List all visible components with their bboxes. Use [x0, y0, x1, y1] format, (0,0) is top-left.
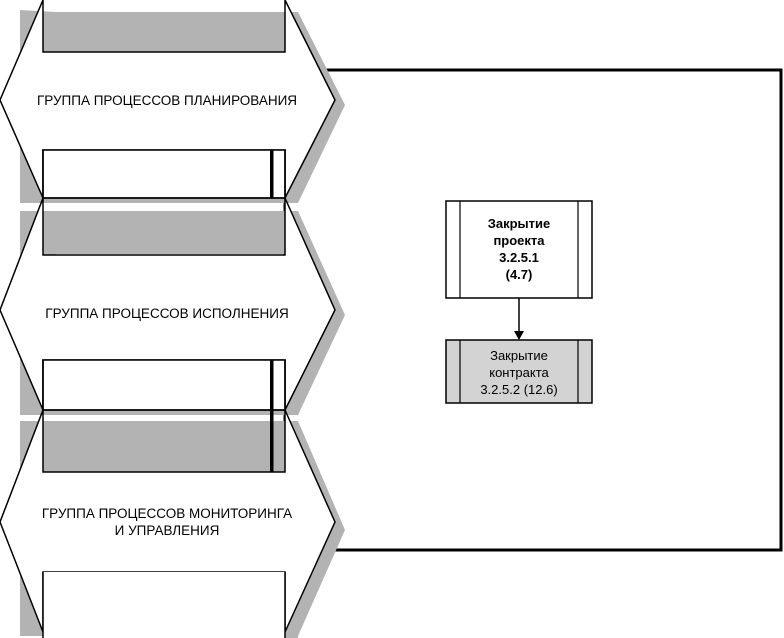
project-close-line4: (4.7) — [505, 267, 533, 282]
monitoring-group-label-line2: И УПРАВЛЕНИЯ — [114, 523, 220, 538]
project-close-text: Закрытие проекта 3.2.5.1 (4.7) — [460, 215, 578, 283]
monitoring-group-label-line1: ГРУППА ПРОЦЕССОВ МОНИТОРИНГА — [41, 506, 293, 521]
contract-close-box — [445, 339, 593, 404]
project-close-line3: 3.2.5.1 — [499, 250, 539, 265]
link-box-1-bar — [270, 150, 274, 198]
connector-arrowhead — [514, 331, 524, 340]
contract-close-text: Закрытие контракта 3.2.5.2 (12.6) — [460, 347, 578, 398]
contract-close-line3: 3.2.5.2 (12.6) — [480, 382, 558, 397]
planning-group-label: ГРУППА ПРОЦЕССОВ ПЛАНИРОВАНИЯ — [36, 93, 298, 108]
contract-close-line1: Закрытие — [490, 348, 548, 363]
link-box-2-bar — [270, 360, 274, 472]
closing-group-frame — [283, 68, 783, 552]
executing-group-label: ГРУППА ПРОЦЕССОВ ИСПОЛНЕНИЯ — [45, 306, 289, 321]
project-close-line1: Закрытие — [487, 216, 551, 231]
contract-close-line2: контракта — [489, 365, 549, 380]
monitoring-group-label: ГРУППА ПРОЦЕССОВ МОНИТОРИНГА И УПРАВЛЕНИ… — [0, 505, 334, 539]
link-box-2 — [42, 359, 286, 411]
project-close-line2: проекта — [493, 233, 545, 248]
link-box-1 — [42, 149, 286, 199]
